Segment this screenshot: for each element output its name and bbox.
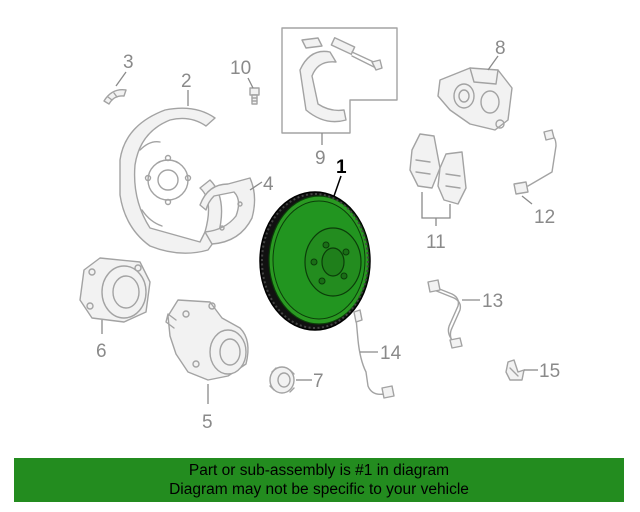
- callout-3: 3: [123, 52, 134, 73]
- part-info-banner: Part or sub-assembly is #1 in diagram Di…: [14, 458, 624, 502]
- part-4-shield[interactable]: [199, 177, 256, 245]
- callout-14: 14: [380, 343, 402, 364]
- part-14-speed-sensor[interactable]: [353, 309, 395, 399]
- callout-2: 2: [181, 71, 192, 92]
- callout-7: 7: [313, 371, 324, 392]
- callout-10: 10: [230, 58, 251, 79]
- callout-6: 6: [96, 341, 107, 362]
- part-15-clip[interactable]: [505, 359, 525, 381]
- callout-1: 1: [336, 157, 347, 178]
- banner-line-2: Diagram may not be specific to your vehi…: [169, 481, 469, 498]
- part-9-caliper-bracket[interactable]: [281, 27, 398, 134]
- part-11-brake-pads[interactable]: [409, 133, 467, 205]
- part-10-bolt[interactable]: [249, 87, 260, 105]
- callout-11: 11: [426, 232, 446, 253]
- callout-9: 9: [315, 148, 326, 169]
- callout-5: 5: [202, 412, 213, 433]
- callout-8: 8: [495, 38, 506, 59]
- part-3-clip[interactable]: [103, 89, 127, 105]
- callout-4: 4: [263, 174, 274, 195]
- part-5-wheel-hub[interactable]: [165, 299, 249, 381]
- part-12-wear-sensor[interactable]: [513, 129, 557, 195]
- callout-15: 15: [539, 361, 560, 382]
- part-8-caliper[interactable]: [437, 67, 513, 131]
- callout-12: 12: [534, 207, 555, 228]
- part-13-brake-hose[interactable]: [427, 279, 463, 349]
- part-6-wheel-bearing[interactable]: [79, 257, 151, 323]
- part-7-hub-nut[interactable]: [269, 366, 295, 394]
- banner-line-1: Part or sub-assembly is #1 in diagram: [188, 462, 450, 479]
- callout-13: 13: [482, 291, 503, 312]
- part-1-brake-rotor[interactable]: [259, 191, 371, 331]
